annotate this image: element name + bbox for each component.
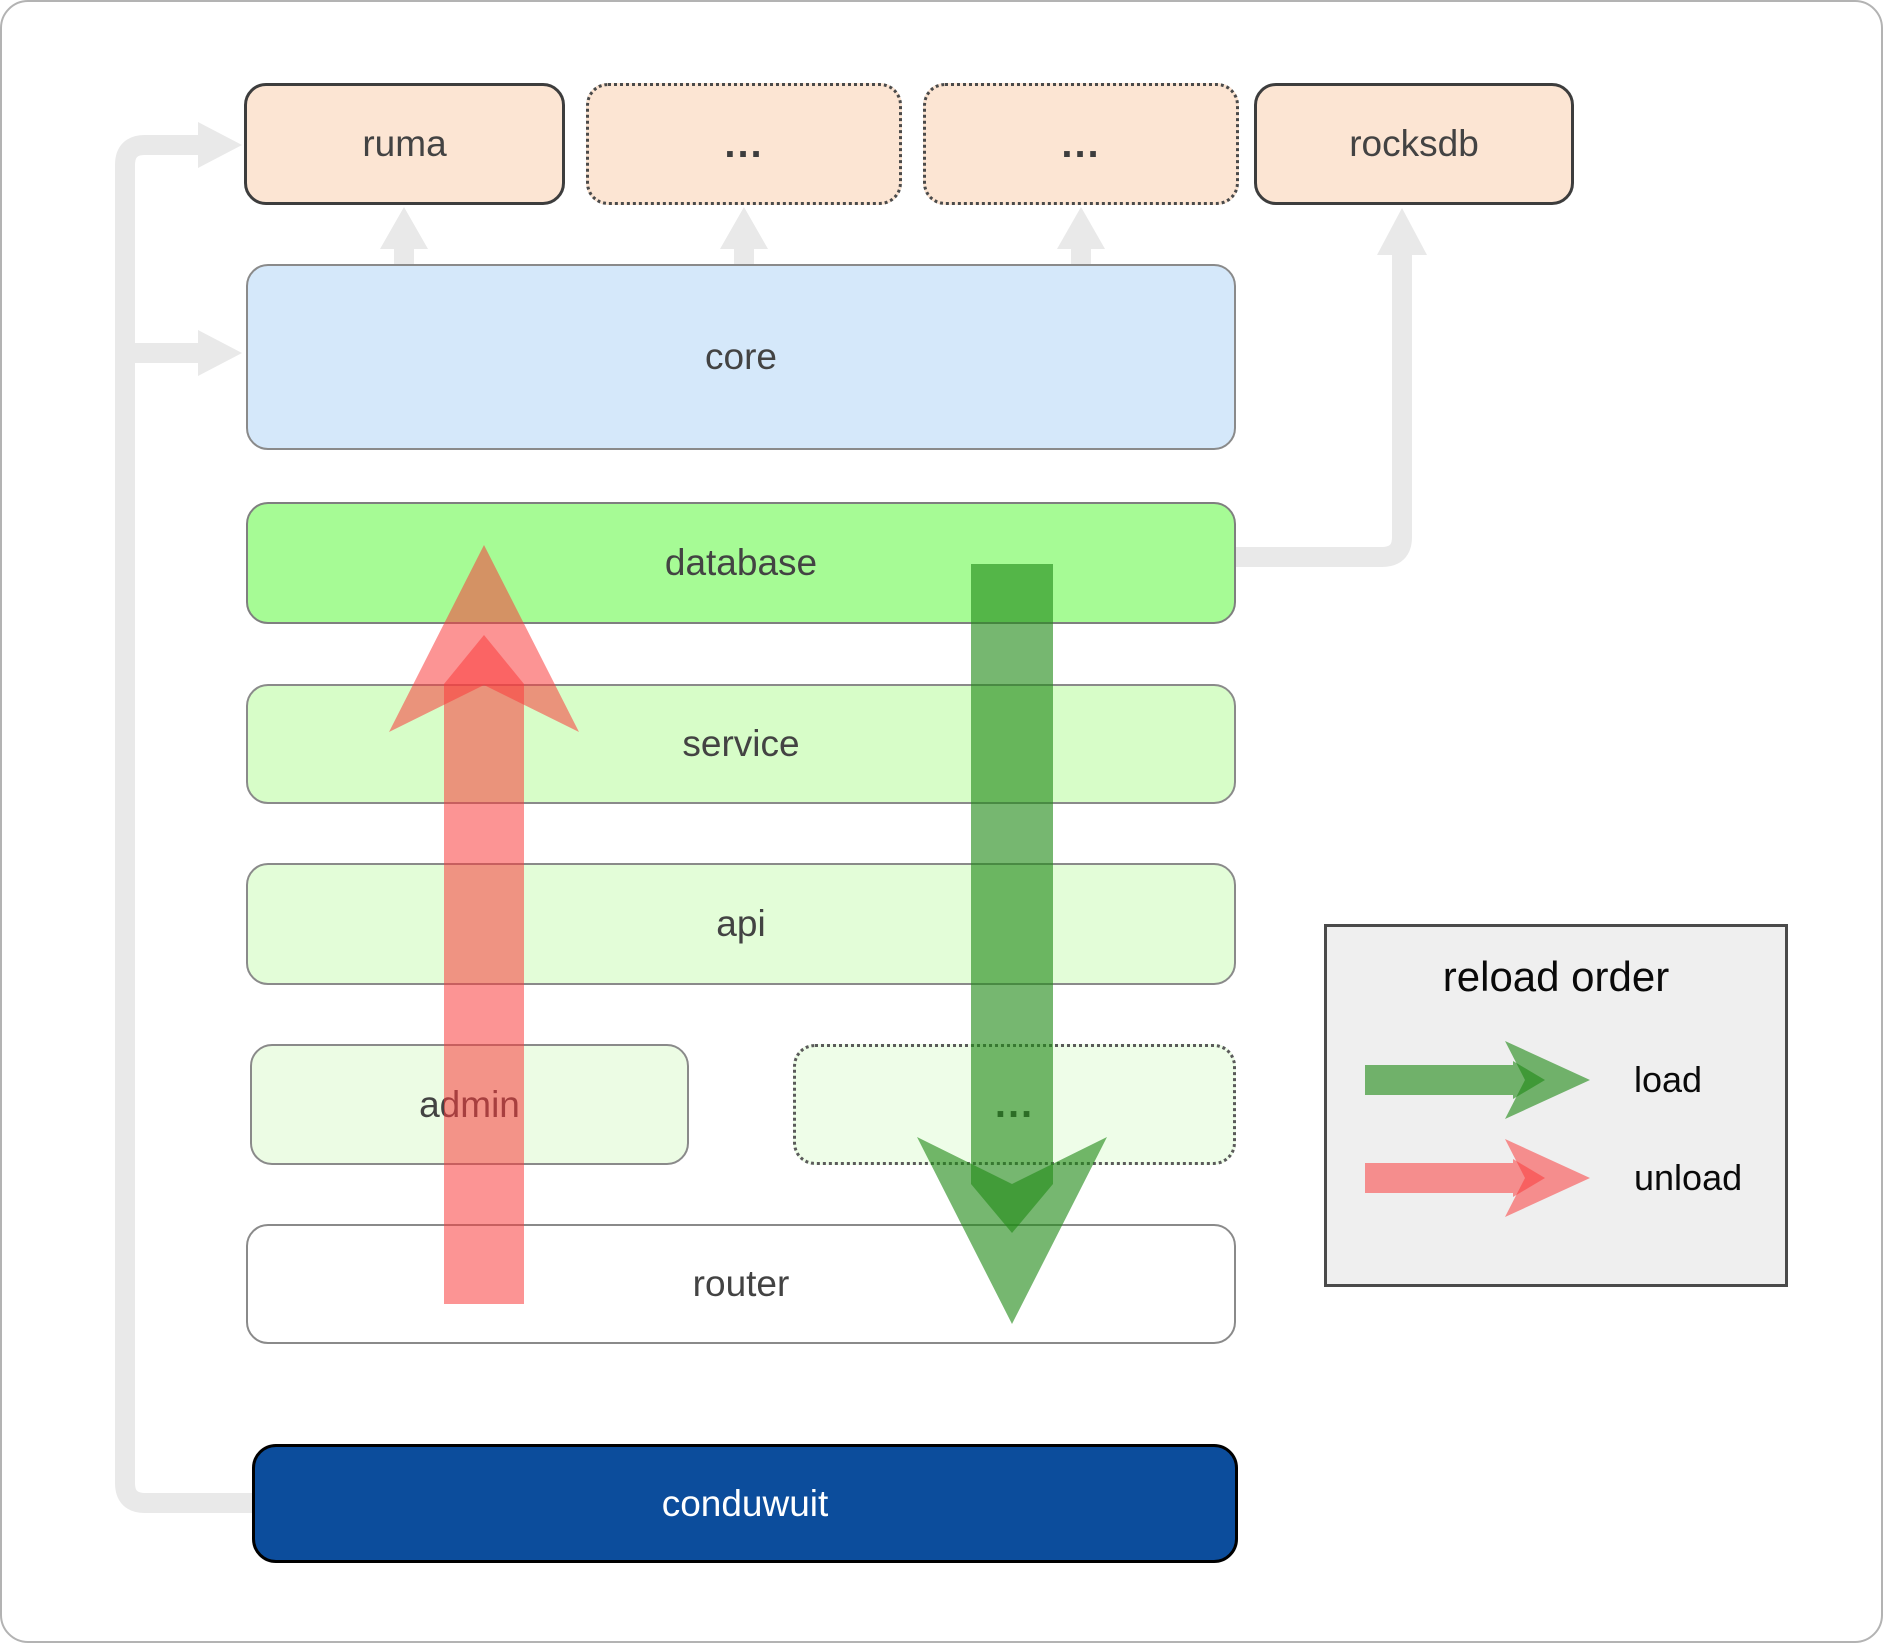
- legend-unload-label: unload: [1634, 1157, 1743, 1198]
- box-admin-label: admin: [419, 1083, 520, 1125]
- box-ruma: ruma: [244, 83, 565, 205]
- box-rocksdb-label: rocksdb: [1349, 123, 1479, 164]
- box-ruma-label: ruma: [362, 123, 447, 164]
- arrowhead-into-ruma-bottom: [380, 207, 428, 249]
- box-conduwuit: conduwuit: [252, 1444, 1238, 1563]
- box-rocksdb: rocksdb: [1254, 83, 1574, 205]
- box-core: core: [246, 264, 1236, 450]
- box-api: api: [246, 863, 1236, 985]
- box-service: service: [246, 684, 1236, 804]
- arrowhead-into-core-left: [198, 330, 242, 376]
- legend-reload-order: reload order load unload: [1324, 924, 1788, 1287]
- box-admin: admin: [250, 1044, 689, 1165]
- unload-arrow-icon: [1365, 1139, 1590, 1217]
- box-router: router: [246, 1224, 1236, 1344]
- legend-load-label: load: [1634, 1059, 1703, 1100]
- box-dependency-1: ...: [586, 83, 902, 205]
- legend-title: reload order: [1442, 953, 1670, 1000]
- box-database-label: database: [664, 542, 818, 583]
- box-service-label: service: [682, 723, 800, 764]
- box-dependency-3: ...: [793, 1044, 1236, 1165]
- load-arrow-icon: [1365, 1041, 1590, 1119]
- box-dependency-3-label: ...: [994, 1082, 1035, 1126]
- arrowhead-into-dep1-bottom: [720, 207, 768, 249]
- arrowhead-into-ruma-left: [198, 122, 242, 168]
- box-database: database: [246, 502, 1236, 624]
- arrowhead-into-rocksdb: [1377, 208, 1427, 255]
- arrowhead-into-dep2-bottom: [1057, 207, 1105, 249]
- connector-conduwuit-to-ruma: [115, 135, 252, 1513]
- box-core-label: core: [705, 336, 777, 377]
- box-router-label: router: [692, 1263, 790, 1304]
- legend-item-load: load: [1327, 1035, 1785, 1125]
- connector-database-to-rocksdb: [1236, 252, 1412, 567]
- box-dependency-2: ...: [923, 83, 1239, 205]
- box-dependency-1-label: ...: [724, 121, 764, 166]
- box-api-label: api: [716, 903, 766, 944]
- box-conduwuit-label: conduwuit: [661, 1482, 829, 1524]
- legend-item-unload: unload: [1327, 1133, 1785, 1223]
- box-dependency-2-label: ...: [1061, 121, 1101, 166]
